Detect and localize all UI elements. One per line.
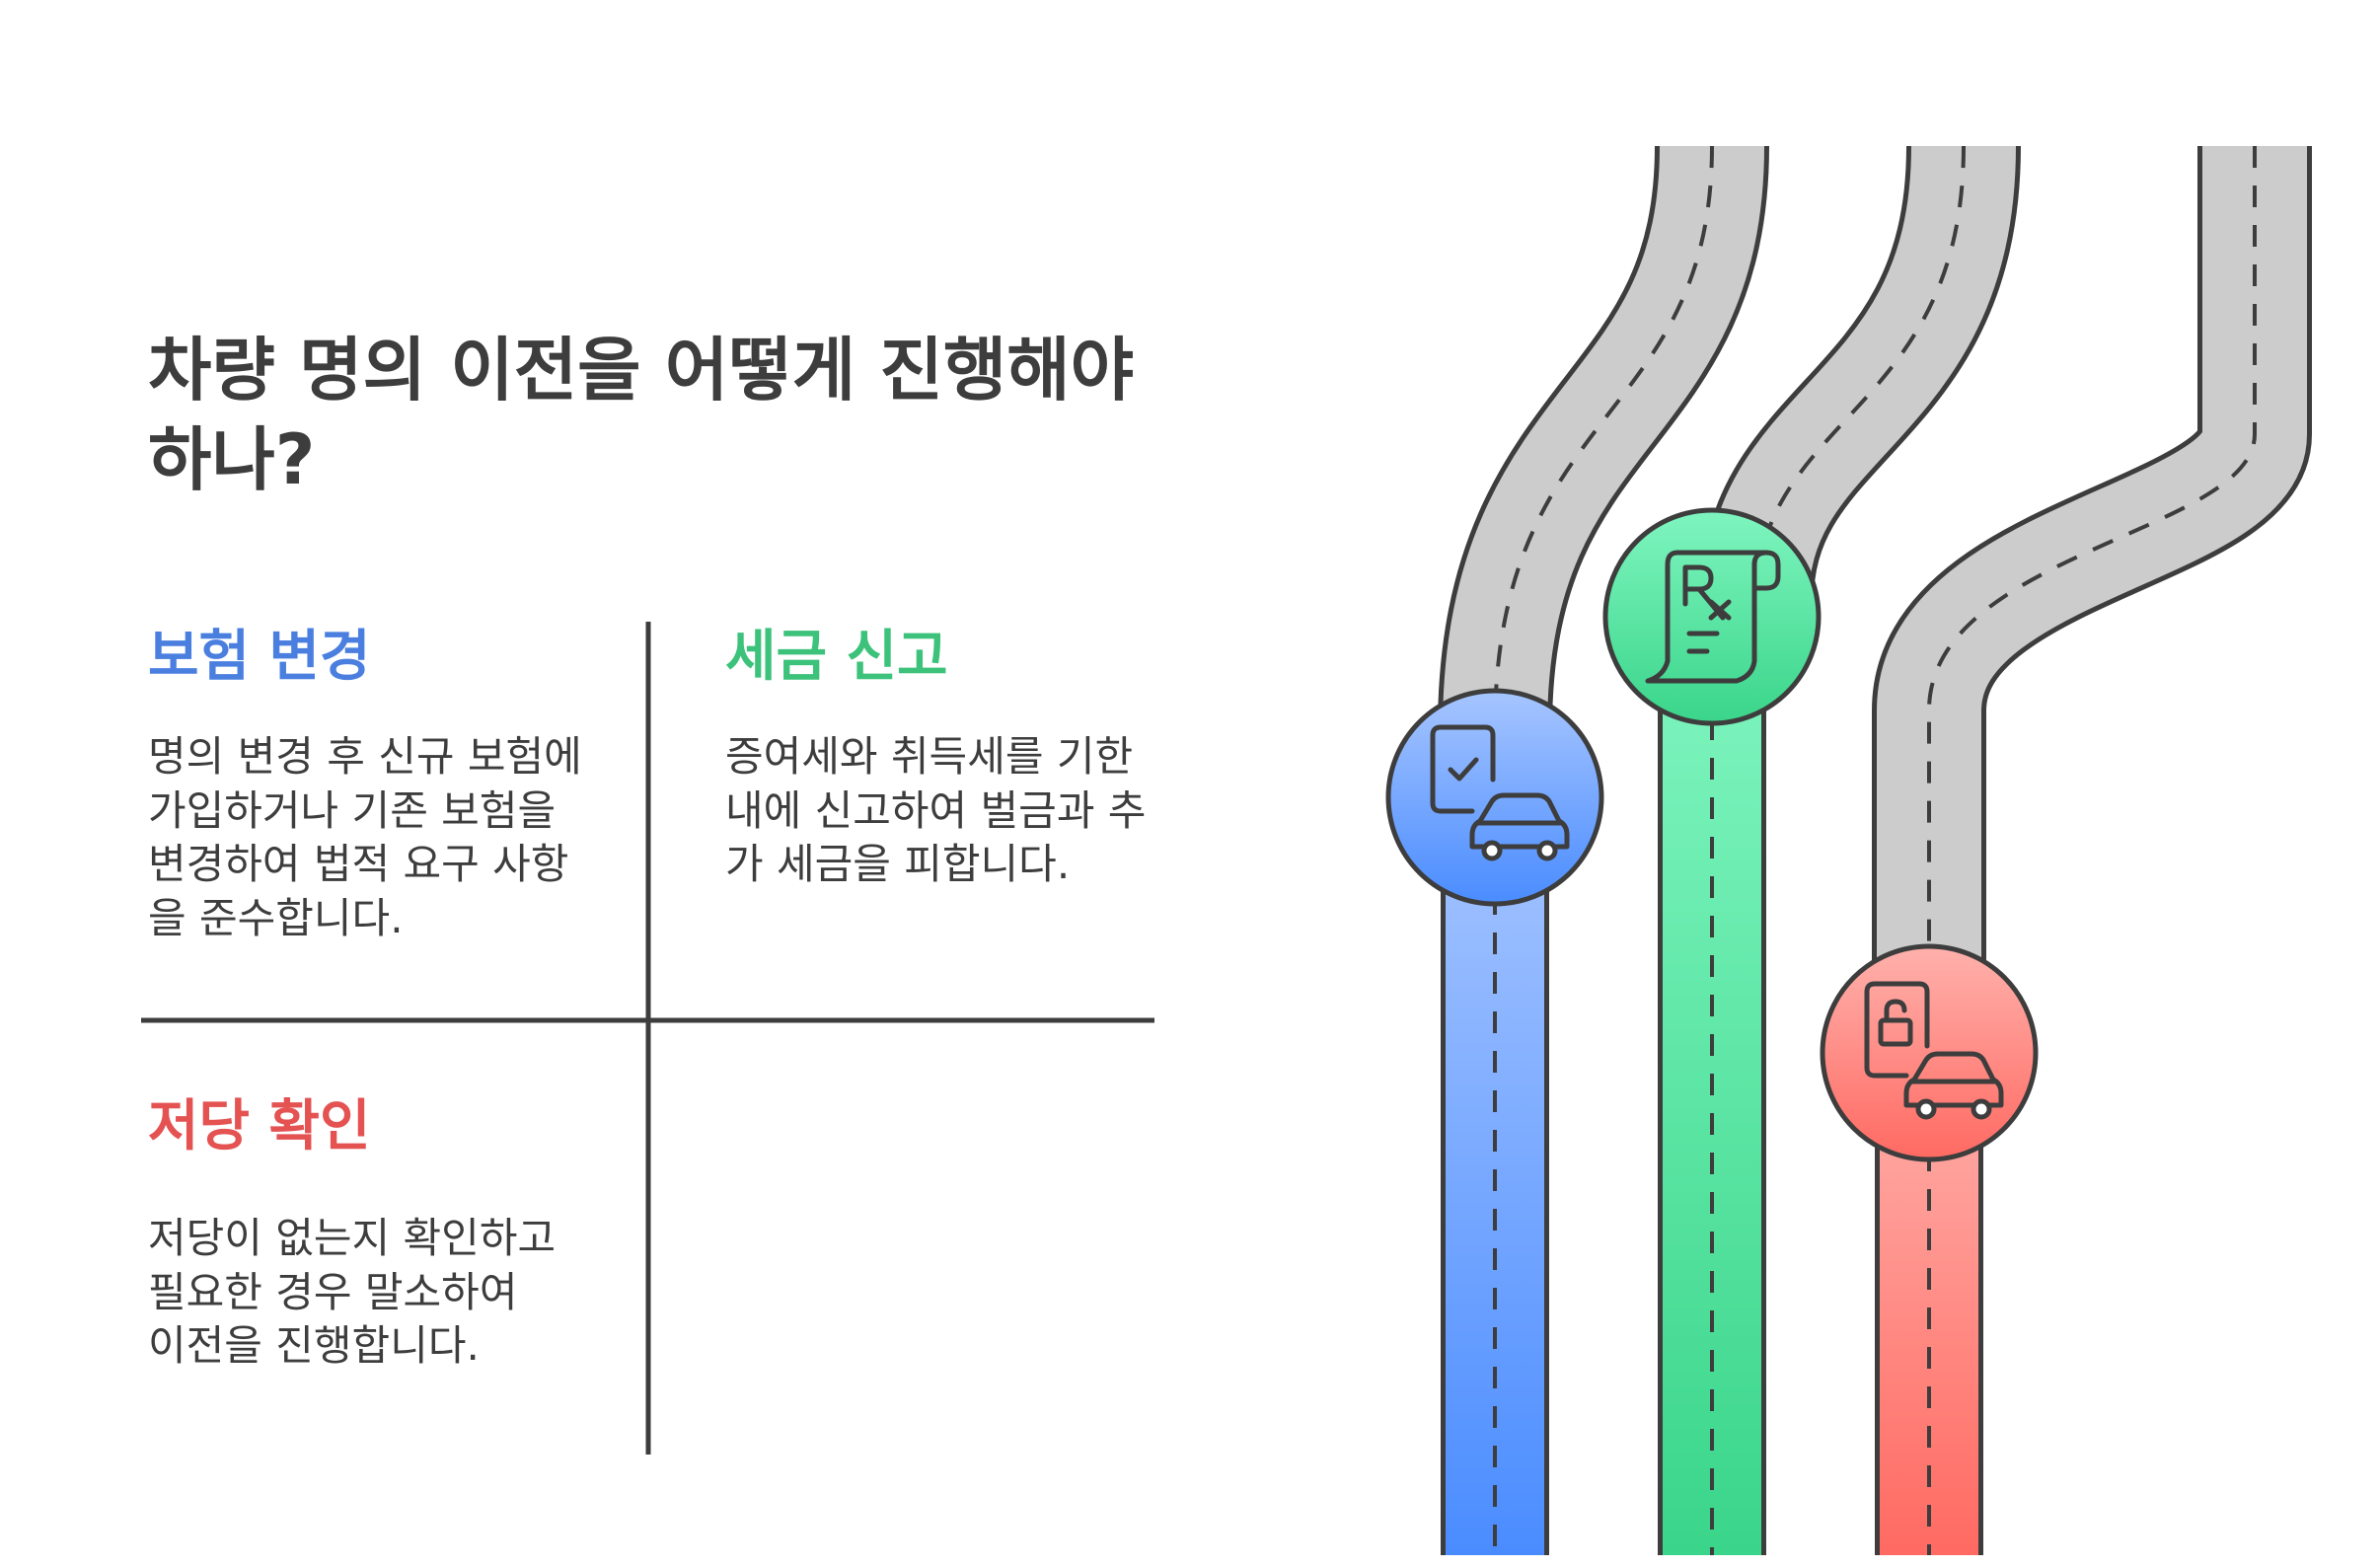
document-lock-car-icon xyxy=(1864,981,2004,1120)
page-title: 차량 명의 이전을 어떻게 진행해야 하나? xyxy=(148,330,1135,500)
lien-body: 저당이 없는지 확인하고 필요한 경우 말소하여 이전을 진행합니다. xyxy=(148,1214,557,1371)
insurance-circle xyxy=(1385,688,1604,907)
road-lien xyxy=(1872,146,2312,1555)
road-insurance xyxy=(1438,145,1769,1555)
prescription-scroll-icon xyxy=(1645,550,1781,684)
document-check-car-icon xyxy=(1430,724,1570,861)
tax-heading: 세금 신고 xyxy=(725,625,948,689)
insurance-body: 명의 변경 후 신규 보험에 가입하거나 기존 보험을 변경하여 법적 요구 사… xyxy=(148,732,582,942)
insurance-heading: 보험 변경 xyxy=(148,625,371,689)
tax-body: 증여세와 취득세를 기한 내에 신고하여 벌금과 추가 세금을 피합니다. xyxy=(725,732,1147,889)
tax-circle xyxy=(1602,507,1822,726)
lien-circle xyxy=(1820,943,2039,1162)
lien-heading: 저당 확인 xyxy=(148,1094,371,1158)
